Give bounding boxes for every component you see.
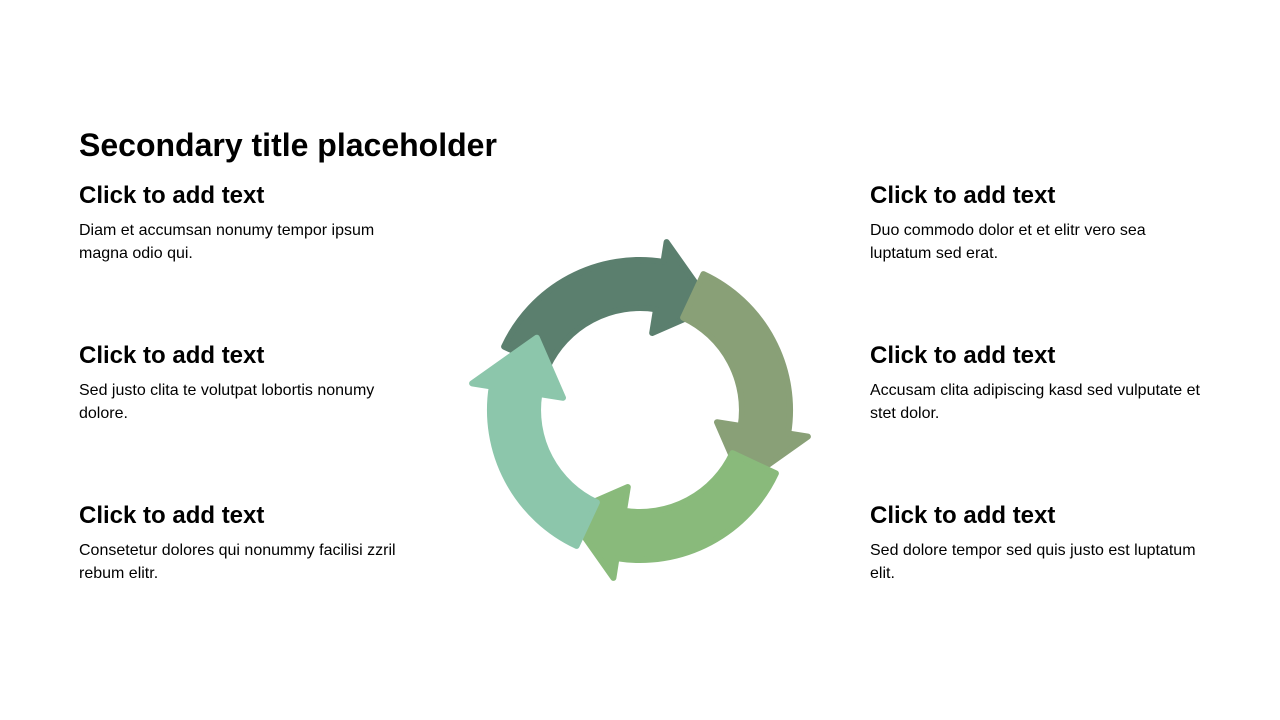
text-block-right-3: Click to add text Sed dolore tempor sed … [870, 501, 1210, 585]
block-heading[interactable]: Click to add text [870, 342, 1056, 369]
arrow-top [501, 239, 716, 370]
text-block-left-2: Click to add text Sed justo clita te vol… [79, 341, 419, 425]
arrow-right [680, 271, 811, 486]
arrow-bottom [564, 450, 779, 581]
block-body[interactable]: Accusam clita adipiscing kasd sed vulput… [870, 382, 1200, 422]
block-body[interactable]: Diam et accumsan nonumy tempor ipsum mag… [79, 222, 375, 262]
page-title: Secondary title placeholder [79, 127, 497, 163]
arrow-left [469, 334, 600, 549]
block-heading[interactable]: Click to add text [79, 182, 265, 209]
block-heading[interactable]: Click to add text [79, 502, 265, 529]
text-block-right-2: Click to add text Accusam clita adipisci… [870, 341, 1210, 425]
text-block-left-3: Click to add text Consetetur dolores qui… [79, 501, 419, 585]
block-heading[interactable]: Click to add text [79, 342, 265, 369]
cycle-arrows [469, 239, 811, 581]
block-body[interactable]: Sed justo clita te volutpat lobortis non… [79, 382, 375, 422]
block-body[interactable]: Consetetur dolores qui nonummy facilisi … [79, 542, 396, 582]
text-block-right-1: Click to add text Duo commodo dolor et e… [870, 181, 1210, 265]
circular-arrows-icon [469, 239, 811, 581]
block-body[interactable]: Duo commodo dolor et et elitr vero sea l… [870, 222, 1146, 262]
block-heading[interactable]: Click to add text [870, 502, 1056, 529]
block-body[interactable]: Sed dolore tempor sed quis justo est lup… [870, 542, 1196, 582]
text-block-left-1: Click to add text Diam et accumsan nonum… [79, 181, 419, 265]
block-heading[interactable]: Click to add text [870, 182, 1056, 209]
